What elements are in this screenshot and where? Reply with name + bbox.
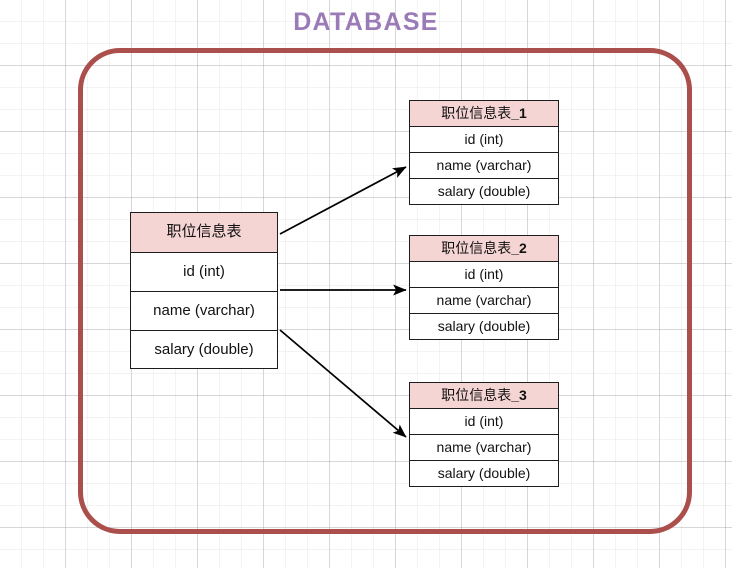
table-shard-3-row-salary: salary (double) (410, 461, 558, 486)
table-shard-3-row-name: name (varchar) (410, 435, 558, 461)
table-shard-2[interactable]: 职位信息表_2 id (int) name (varchar) salary (… (409, 235, 559, 340)
table-source[interactable]: 职位信息表 id (int) name (varchar) salary (do… (130, 212, 278, 369)
table-shard-3-row-id: id (int) (410, 409, 558, 435)
table-shard-1-suffix: _1 (511, 105, 527, 121)
table-shard-1-row-id: id (int) (410, 127, 558, 153)
table-shard-1[interactable]: 职位信息表_1 id (int) name (varchar) salary (… (409, 100, 559, 205)
table-shard-3-suffix: _3 (511, 387, 527, 403)
page-title: DATABASE (293, 8, 439, 36)
table-shard-2-suffix: _2 (511, 240, 527, 256)
table-shard-1-basename: 职位信息表 (441, 105, 512, 121)
table-shard-2-header: 职位信息表_2 (410, 236, 558, 262)
table-source-row-salary: salary (double) (131, 331, 277, 368)
table-shard-2-row-name: name (varchar) (410, 288, 558, 314)
table-shard-1-row-salary: salary (double) (410, 179, 558, 204)
table-source-row-name: name (varchar) (131, 292, 277, 331)
table-shard-3-basename: 职位信息表 (441, 387, 512, 403)
table-source-header: 职位信息表 (131, 213, 277, 253)
table-shard-2-row-id: id (int) (410, 262, 558, 288)
database-boundary (78, 48, 692, 534)
table-shard-2-row-salary: salary (double) (410, 314, 558, 339)
table-shard-2-basename: 职位信息表 (441, 240, 512, 256)
table-shard-3-header: 职位信息表_3 (410, 383, 558, 409)
table-shard-1-row-name: name (varchar) (410, 153, 558, 179)
table-source-row-id: id (int) (131, 253, 277, 292)
table-shard-1-header: 职位信息表_1 (410, 101, 558, 127)
table-shard-3[interactable]: 职位信息表_3 id (int) name (varchar) salary (… (409, 382, 559, 487)
